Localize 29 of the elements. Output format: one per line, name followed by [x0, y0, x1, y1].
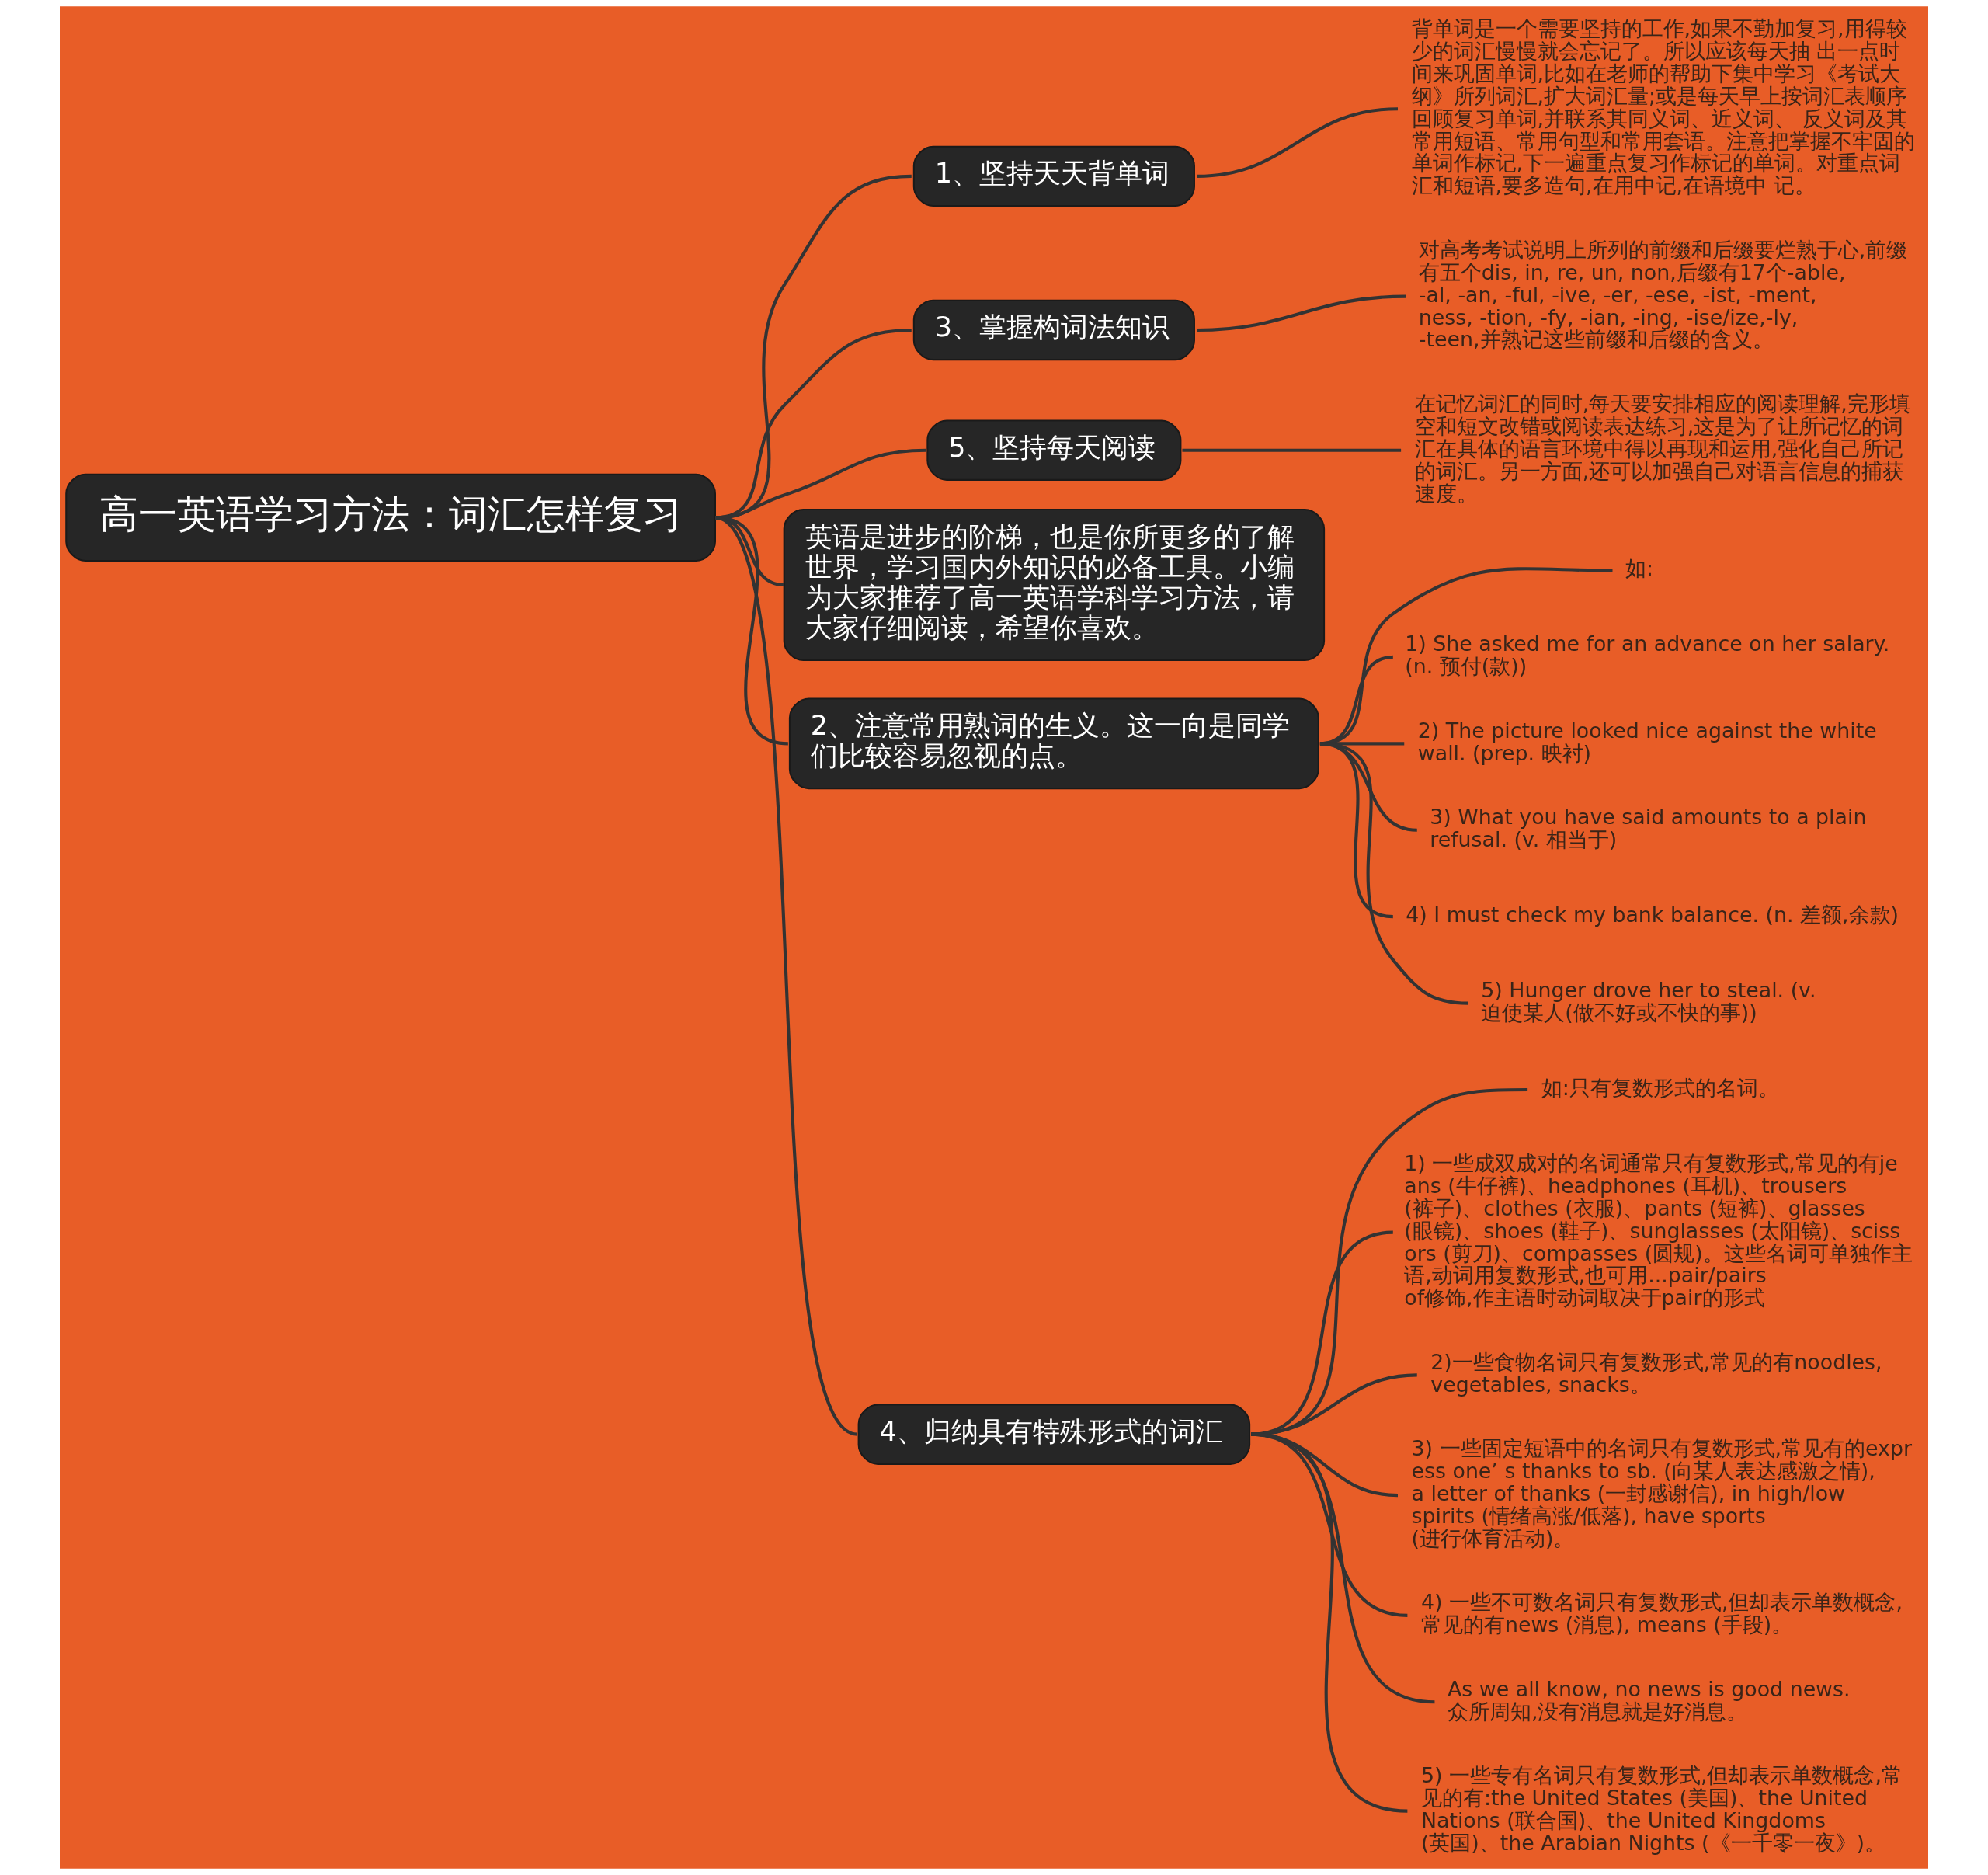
node-box: 1、坚持天天背单词	[912, 145, 1195, 207]
node-text: 2) The picture looked nice against the white wall. (prep. 映衬)	[1417, 718, 1877, 765]
node-text: 5) Hunger drove her to steal. (v. 迫使某人(做不好或不快的事))	[1481, 978, 1816, 1025]
connector	[1182, 448, 1402, 452]
node-box: 英语是进步的阶梯，也是你所更多的了解世界，学习国内外知识的必备工具。小编为大家推荐了高一英语学科学习方法，请大家仔细阅读，希望你喜欢。	[783, 509, 1326, 662]
node-box: 3、掌握构词法知识	[912, 299, 1195, 361]
node-box: 2、注意常用熟词的生义。这一向是同学们比较容易忽视的点。	[788, 697, 1319, 790]
connector	[1196, 294, 1406, 332]
node-text: 在记忆词汇的同时,每天要安排相应的阅读理解,完形填空和短文改错或阅读表达练习,这是为了让所记忆的词汇在具体的语言环境中得以再现和运用,强化自己所记的词汇。另一方面,还可以加强自己对语言信息的捕获速度。	[1414, 391, 1910, 506]
node-box: 5、坚持每天阅读	[926, 419, 1182, 481]
node-text: 3) What you have said amounts to a plain refusal. (v. 相当于)	[1430, 805, 1867, 852]
node-text: 2)一些食物名词只有复数形式,常见的有noodles, vegetables, snacks。	[1430, 1349, 1882, 1397]
node-box: 4、归纳具有特殊形式的词汇	[857, 1404, 1251, 1465]
connector	[1250, 1432, 1408, 1813]
node-text: 如:	[1625, 556, 1654, 581]
node-text: 如:只有复数形式的名词。	[1541, 1076, 1779, 1101]
connector	[1196, 107, 1399, 178]
node-text: 5) 一些专有名词只有复数形式,但却表示单数概念,常见的有:the United States (美国)、the United Nations (联合国)、the United Kingdoms (英国)、the Arabian Nights (《一千零一夜》)。	[1420, 1763, 1903, 1855]
node-text: 背单词是一个需要坚持的工作,如果不勤加复习,用得较少的词汇慢慢就会忘记了。所以应该每天抽 出一点时间来巩固单词,比如在老师的帮助下集中学习《考试大纲》所列词汇,扩大词汇量;或是每天早上按词汇表顺序回顾复习单词,并联系其同义词、近义词、 反义词及其常用短语、常用句型和常用套语。注意把掌握不牢固的单词作标记,下一遍重点复习作标记的单词。对重点词汇和短语,要多造句,在用中记,在语境中 记。	[1411, 16, 1915, 198]
node-text: 4) 一些不可数名词只有复数形式,但却表示单数概念,常见的有news (消息), means (手段)。	[1420, 1590, 1903, 1637]
node-box: 高一英语学习方法：词汇怎样复习	[65, 473, 716, 562]
node-text: As we all know, no news is good news. 众所周知,没有消息就是好消息。	[1447, 1676, 1851, 1724]
connector	[1319, 742, 1468, 1005]
node-text: 1) She asked me for an advance on her salary. (n. 预付(款))	[1405, 631, 1890, 679]
node-text: 1) 一些成双成对的名词通常只有复数形式,常见的有jeans (牛仔裤)、headphones (耳机)、trousers (裤子)、clothes (衣服)、pants (短裤)、glasses (眼镜)、shoes (鞋子)、sunglasses (太阳镜)、scissors (剪刀)、compasses (圆规)。这些名词可单独作主语,动词用复数形式,也可用...pair/pairs of修饰,作主语时动词取决于pair的形式	[1404, 1151, 1913, 1310]
node-text: 3) 一些固定短语中的名词只有复数形式,常见有的express one’ s thanks to sb. (向某人表达感激之情), a letter of thanks (一封感谢信), in high/low spirits (情绪高涨/低落), have sports (进行体育活动)。	[1411, 1436, 1913, 1550]
connector	[1250, 1087, 1528, 1436]
node-text: 4) I must check my bank balance. (n. 差额,余款)	[1406, 903, 1899, 927]
node-text: 对高考考试说明上所列的前缀和后缀要烂熟于心,前缀有五个dis, in, re, un, non,后缀有17个-able, -al, -an, -ful, -ive, -er, -ese, -ist, -ment, ness, -tion, -fy, -ian, -ing, -ise/ize,-ly, -teen,并熟记这些前缀和后缀的含义。	[1418, 237, 1908, 352]
